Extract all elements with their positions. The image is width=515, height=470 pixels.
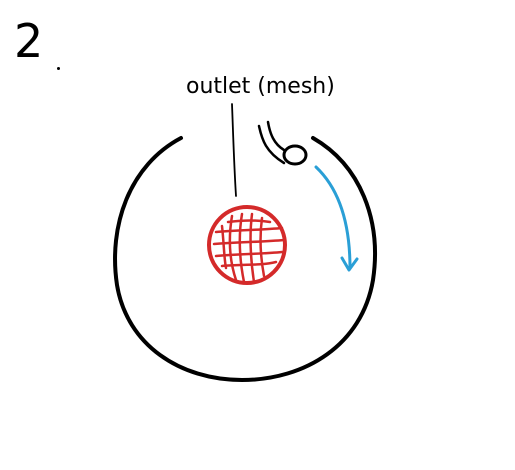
mesh-outlet-ring — [207, 205, 287, 285]
inlet-pipe — [257, 120, 308, 166]
mesh-outlet — [207, 205, 287, 285]
label-leader-line — [231, 103, 237, 197]
outlet-label: outlet (mesh) — [186, 74, 335, 99]
mesh-grid-icon — [212, 212, 286, 284]
curved-arrow-down-icon — [314, 165, 359, 272]
vessel-outline — [113, 136, 377, 383]
inlet-opening — [282, 144, 308, 166]
step-number: 2 — [14, 14, 44, 68]
step-number-dot — [57, 67, 60, 70]
